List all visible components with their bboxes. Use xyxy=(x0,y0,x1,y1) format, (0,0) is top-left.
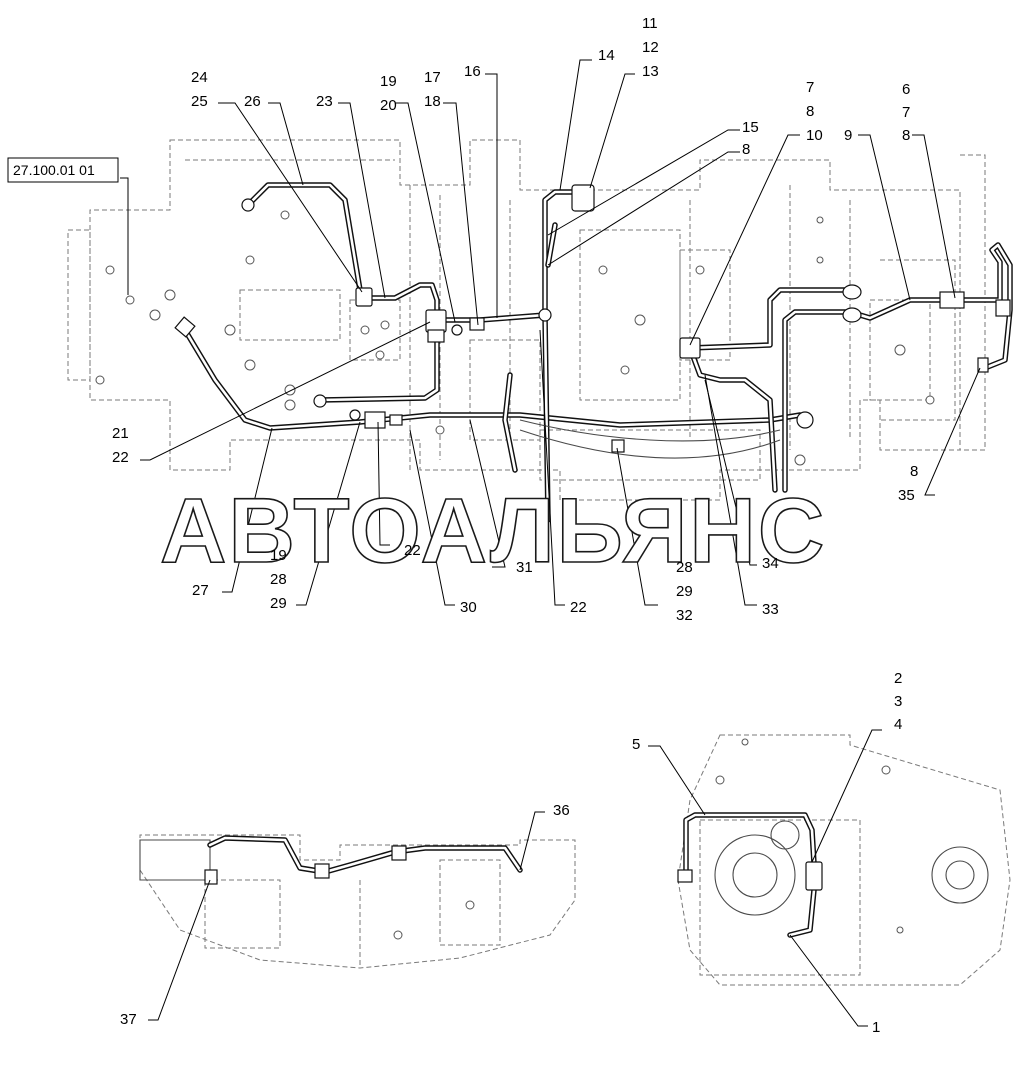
callout-21: 21 xyxy=(112,425,129,442)
callout-29-a: 29 xyxy=(270,595,287,612)
watermark: АВТОАЛЬЯНС xyxy=(160,480,826,582)
callout-14: 14 xyxy=(598,47,615,64)
hydraulic-lines xyxy=(182,182,1013,523)
leader-lines xyxy=(120,59,981,606)
bolts xyxy=(95,210,935,466)
callout-24: 24 xyxy=(191,69,208,86)
callout-1: 1 xyxy=(872,1019,880,1036)
callout-22-c: 22 xyxy=(570,599,587,616)
callout-36: 36 xyxy=(553,802,570,819)
callout-8-b: 8 xyxy=(806,103,814,120)
callout-26: 26 xyxy=(244,93,261,110)
callout-34: 34 xyxy=(762,555,779,572)
callout-27: 27 xyxy=(192,582,209,599)
reference-box: 27.100.01 01 xyxy=(7,157,119,183)
callout-13: 13 xyxy=(642,63,659,80)
callout-19: 19 xyxy=(380,73,397,90)
callout-30: 30 xyxy=(460,599,477,616)
fittings xyxy=(174,184,1011,453)
callout-10: 10 xyxy=(806,127,823,144)
callout-9: 9 xyxy=(844,127,852,144)
callout-4: 4 xyxy=(894,716,902,733)
callout-2: 2 xyxy=(894,670,902,687)
callout-3: 3 xyxy=(894,693,902,710)
callout-5: 5 xyxy=(632,736,640,753)
callout-8-c: 8 xyxy=(902,127,910,144)
callout-28-b: 28 xyxy=(676,559,693,576)
callout-16: 16 xyxy=(464,63,481,80)
reference-label: 27.100.01 01 xyxy=(13,162,95,178)
callout-7-a: 7 xyxy=(806,79,814,96)
callout-31: 31 xyxy=(516,559,533,576)
callout-22-a: 22 xyxy=(112,449,129,466)
callout-12: 12 xyxy=(642,39,659,56)
main-assembly xyxy=(67,139,1013,523)
callout-8-d: 8 xyxy=(910,463,918,480)
callout-32: 32 xyxy=(676,607,693,624)
callout-25: 25 xyxy=(191,93,208,110)
callout-28-a: 28 xyxy=(270,571,287,588)
callout-35: 35 xyxy=(898,487,915,504)
callout-37: 37 xyxy=(120,1011,137,1028)
callout-8-a: 8 xyxy=(742,141,750,158)
callout-6: 6 xyxy=(902,81,910,98)
lower-right-assembly xyxy=(648,729,1011,1027)
callout-23: 23 xyxy=(316,93,333,110)
callout-29-b: 29 xyxy=(676,583,693,600)
callout-7-b: 7 xyxy=(902,104,910,121)
callout-labels: 24 25 26 23 19 20 17 18 16 14 11 12 13 1… xyxy=(112,15,918,1036)
callout-11: 11 xyxy=(642,15,658,32)
callout-15: 15 xyxy=(742,119,759,136)
callout-22-b: 22 xyxy=(404,542,421,559)
callout-33: 33 xyxy=(762,601,779,618)
callout-18: 18 xyxy=(424,93,441,110)
callout-17: 17 xyxy=(424,69,441,86)
lower-left-assembly xyxy=(139,811,576,1021)
callout-19-b: 19 xyxy=(270,547,287,564)
callout-20: 20 xyxy=(380,97,397,114)
